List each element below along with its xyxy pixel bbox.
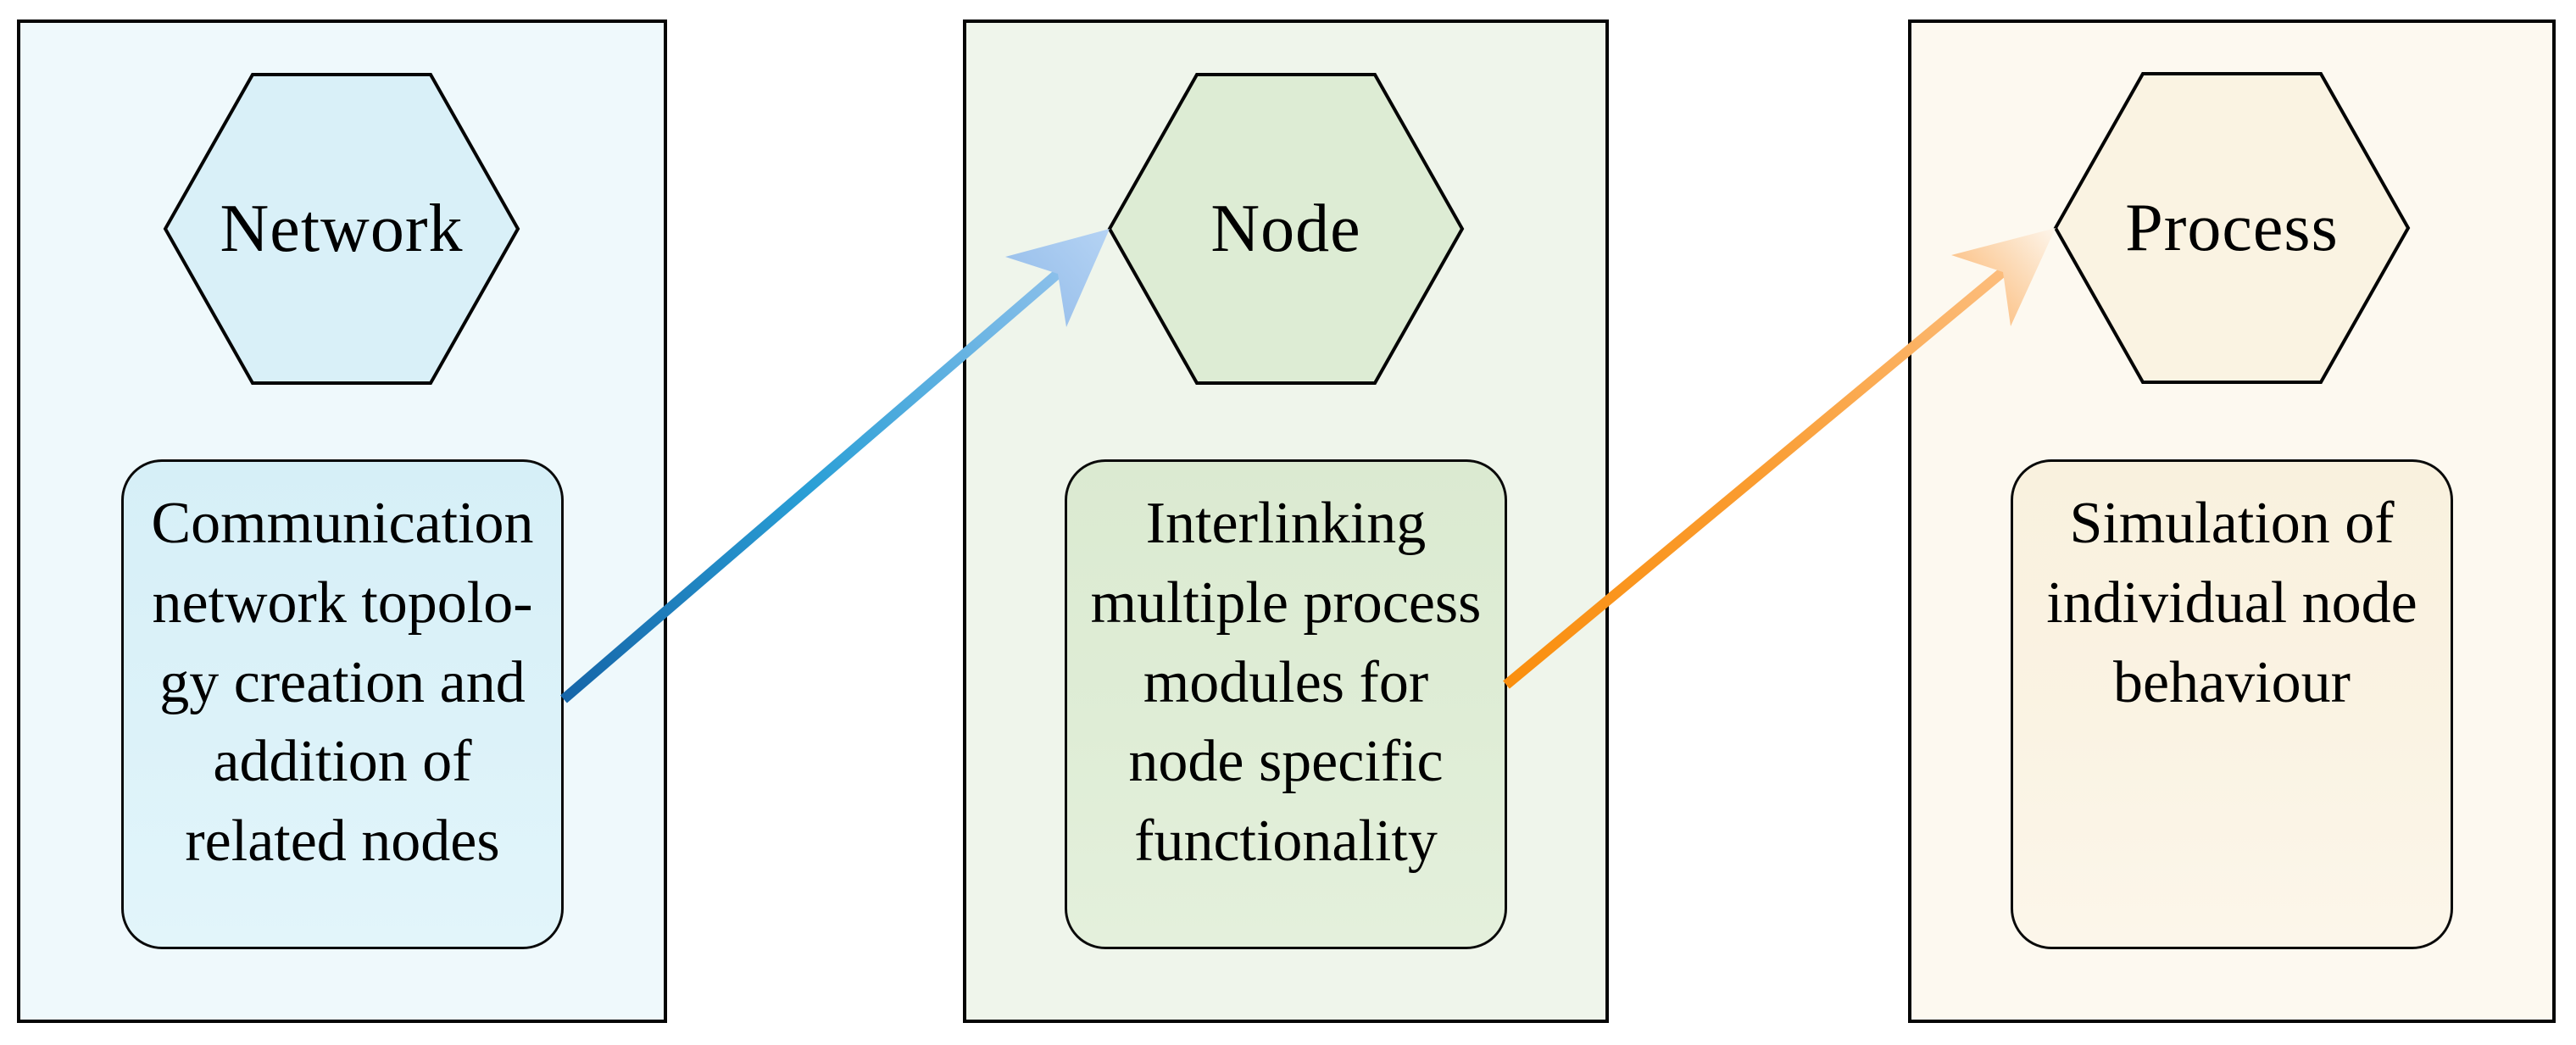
process-description-box: Simulation of individual node behaviour <box>2011 459 2453 949</box>
network-description-box: Communication network topolo- gy creatio… <box>121 459 564 949</box>
process-hexagon-shape <box>2053 72 2411 384</box>
process-hexagon <box>2053 72 2411 384</box>
node-hexagon-shape <box>1107 73 1465 385</box>
network-hexagon <box>163 73 520 385</box>
network-hexagon-label: Network <box>220 191 464 266</box>
node-hexagon-label: Node <box>1210 191 1361 266</box>
process-hexagon-label: Process <box>2125 190 2339 265</box>
network-hexagon-shape <box>163 73 520 385</box>
node-hexagon <box>1107 73 1465 385</box>
node-description-box: Interlinking multiple process modules fo… <box>1065 459 1507 949</box>
